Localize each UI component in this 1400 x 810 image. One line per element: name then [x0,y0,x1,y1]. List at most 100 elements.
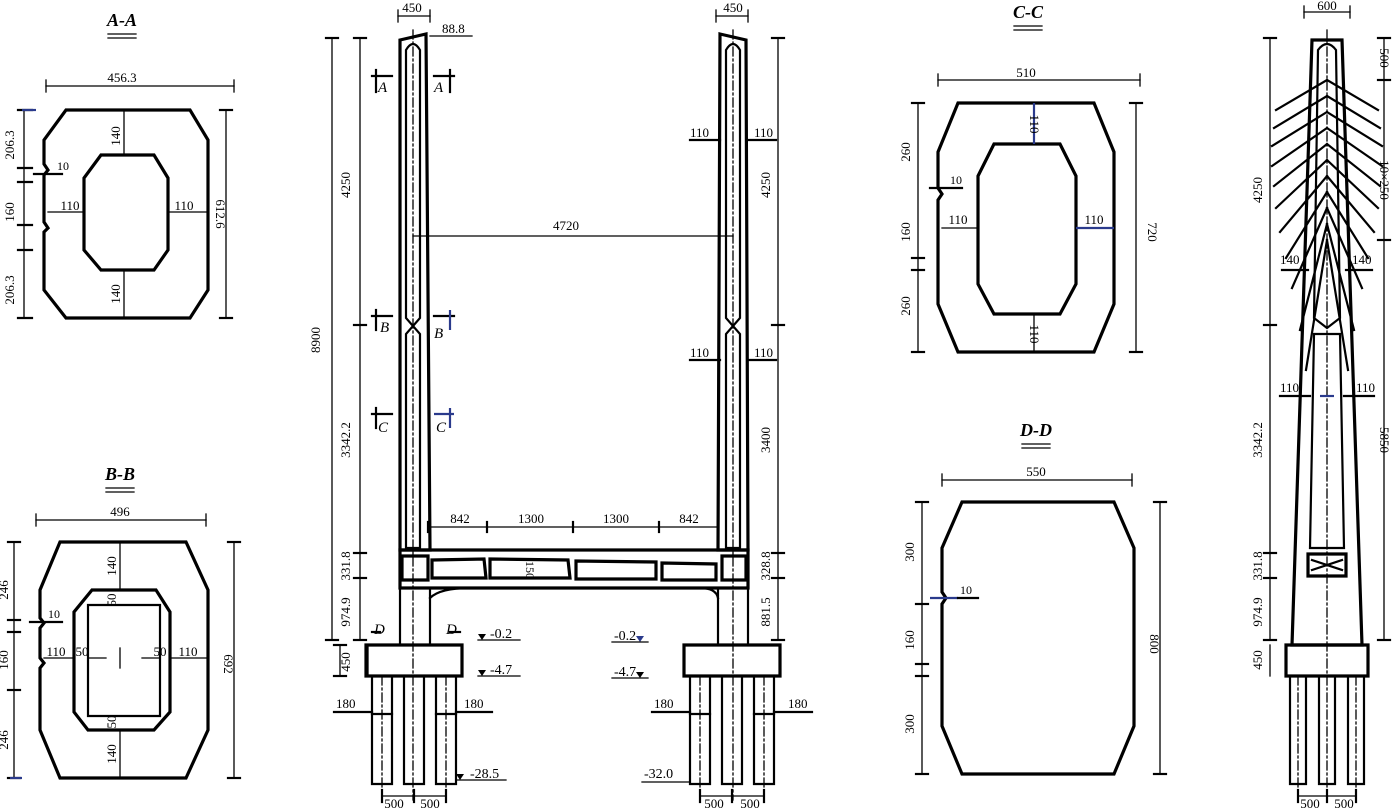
dd-height: 800 [1147,634,1162,654]
elev-right-ground: -0.2 [614,629,636,644]
front-wall-l2: 110 [690,345,709,360]
front-wall-r2: 110 [754,345,773,360]
bb-bottom: 246 [0,730,11,750]
front-pile-sp3: 500 [704,796,724,810]
bb-inner-right: 50 [154,644,167,659]
front-upper-left: 4250 [338,172,353,198]
front-pile-r2: 180 [788,696,808,711]
cc-wall-right: 110 [1084,212,1103,227]
front-beam-seg3: 1300 [603,511,629,526]
cc-height: 720 [1145,222,1160,242]
side-wall-l2: 110 [1280,380,1299,395]
front-total-height: 8900 [308,327,323,353]
section-d-d-title: D-D [1019,420,1052,440]
front-beam-seg2: 1300 [518,511,544,526]
aa-mid: 160 [2,202,17,222]
front-elevation: 450 450 88.8 8900 4250 3342.2 331.8 974.… [308,0,814,810]
front-beam-depth: 150 [523,561,537,579]
side-lower: 3342.2 [1250,422,1265,458]
dd-mid: 160 [902,630,917,650]
front-offset: 88.8 [442,21,465,36]
aa-wall-top: 140 [108,126,123,146]
cc-chamfer: 10 [950,173,962,187]
dd-top: 300 [902,542,917,562]
front-base-left: 974.9 [338,597,353,626]
bb-wall-top: 140 [104,556,119,576]
side-cable-top: 500 [1377,48,1392,68]
side-wall-r2: 110 [1356,380,1375,395]
section-b-b: B-B 496 246 160 246 692 140 50 50 140 11… [0,464,242,780]
side-pile-sp2: 500 [1334,796,1354,810]
front-pile-sp1: 500 [384,796,404,810]
front-pile-sp2: 500 [420,796,440,810]
cc-top: 260 [898,142,913,162]
bb-height: 692 [221,654,236,674]
aa-wall-left: 110 [60,198,79,213]
front-pile-sp4: 500 [740,796,760,810]
dd-bottom: 300 [902,714,917,734]
dd-chamfer: 10 [960,583,972,597]
cut-c-left: C [378,420,389,436]
bb-inner-left: 50 [76,644,89,659]
cc-mid: 160 [898,222,913,242]
section-b-b-title: B-B [104,464,135,484]
bb-inner-bottom: 50 [104,716,119,729]
elev-right-cap: -4.7 [614,665,636,680]
side-cable-len: 5850 [1377,427,1392,453]
front-lower-right: 3400 [758,427,773,453]
front-lower-left: 3342.2 [338,422,353,458]
side-cap: 450 [1250,650,1265,670]
section-d-d: D-D 550 300 160 300 800 10 [902,420,1168,776]
bb-chamfer: 10 [48,607,60,621]
cut-d-left: D [373,622,385,638]
front-col-top-right: 450 [723,0,743,15]
side-wall-l1: 140 [1280,252,1300,267]
side-beam: 331.8 [1250,551,1265,580]
front-beam-seg1: 842 [450,511,470,526]
side-elevation: 600 4250 3342.2 331.8 974.9 450 500 10×2… [1250,0,1392,810]
front-base-right: 881.5 [758,597,773,626]
section-a-a: A-A 456.3 206.3 160 206.3 612.6 140 140 … [2,10,235,320]
aa-bottom: 206.3 [2,275,17,304]
cut-c-right: C [436,420,447,436]
front-upper-right: 4250 [758,172,773,198]
cut-b-left: B [380,320,389,336]
aa-chamfer: 10 [57,159,69,173]
section-c-c-title: C-C [1013,2,1044,22]
front-pile-r1: 180 [654,696,674,711]
section-a-a-title: A-A [106,10,137,30]
bb-mid: 160 [0,650,11,670]
side-cables: 10×250 [1377,160,1392,200]
front-beam-right: 328.8 [758,551,773,580]
front-cap-left: 450 [338,652,353,672]
cut-b-right: B [434,326,443,342]
cut-d-right: D [445,622,457,638]
aa-height: 612.6 [213,199,228,229]
front-wall-l1: 110 [690,125,709,140]
elev-left-ground: -0.2 [490,627,512,642]
cut-a-left: A [377,80,388,96]
bb-wall-bottom: 140 [104,744,119,764]
bb-wall-right: 110 [178,644,197,659]
elev-left-cap: -4.7 [490,663,512,678]
side-wall-r1: 140 [1352,252,1372,267]
bb-wall-left: 110 [46,644,65,659]
bb-top: 246 [0,580,11,600]
cc-bottom: 260 [898,296,913,316]
cc-wall-top: 110 [1027,114,1042,133]
cc-wall-bottom: 110 [1027,324,1042,343]
side-pile-sp1: 500 [1300,796,1320,810]
front-wall-r1: 110 [754,125,773,140]
aa-width: 456.3 [107,70,136,85]
elev-right-pile: -32.0 [644,767,673,782]
side-top-width: 600 [1317,0,1337,13]
bb-width: 496 [110,504,130,519]
side-base: 974.9 [1250,597,1265,626]
section-c-c: C-C 510 260 160 260 720 110 110 110 110 … [898,2,1160,354]
front-pile-l1: 180 [336,696,356,711]
elev-left-pile: -28.5 [470,767,499,782]
bb-inner-top: 50 [104,594,119,607]
front-beam-left: 331.8 [338,551,353,580]
aa-wall-bottom: 140 [108,284,123,304]
